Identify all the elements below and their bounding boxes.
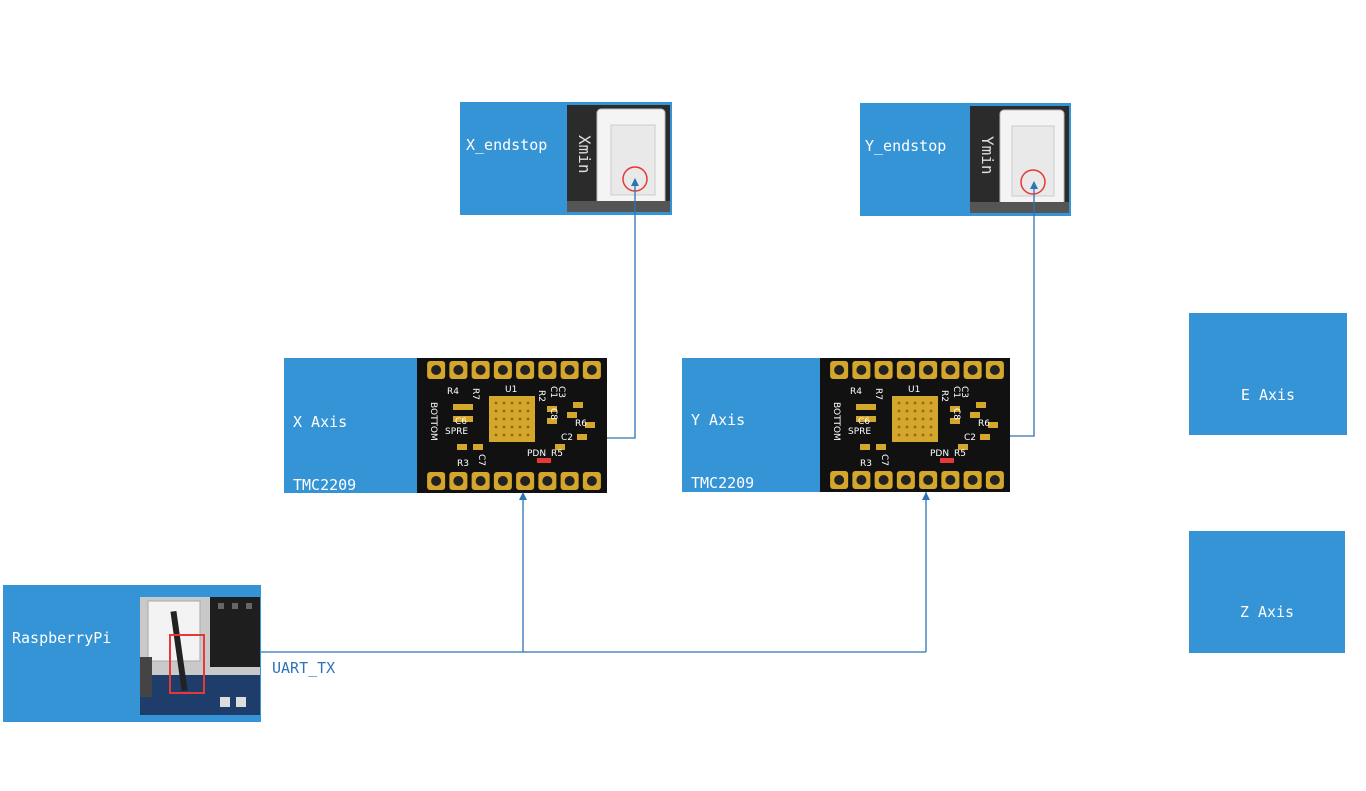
raspberry-pi-pin-highlight [169,634,205,694]
pcb-label-u1: U1 [505,385,517,395]
e-axis-line-1: E Axis [1240,386,1296,404]
pcb-label-c2: C2 [964,433,976,443]
e-axis-line-3: PDN mode [1231,512,1305,530]
pcb-label-r6: R6 [575,419,587,429]
pcb-label-pdn: PDN [527,449,546,459]
y-endstop-connector-photo: Ymin [970,106,1069,213]
x-endstop-silkscreen: Xmin [575,135,594,174]
pcb-label-c6: C6 [858,417,870,427]
x-axis-line-3: uart mode [293,539,375,557]
pcb-label-bottom: BOTTOM [831,402,841,441]
e-axis-text: E Axis TMC2209 PDN mode [1189,343,1347,574]
pcb-label-r2: R2 [939,390,949,402]
y-endstop-node: Y_endstop Ymin [860,103,1071,216]
y-endstop-label: Y_endstop [865,137,947,155]
raspberry-pi-header-photo [140,597,260,715]
x-endstop-label: X_endstop [466,136,548,154]
pcb-label-c3: C3 [556,386,566,398]
pcb-label-bottom: BOTTOM [428,402,438,441]
x-endstop-node: X_endstop Xmin [460,102,672,215]
pcb-label-c2: C2 [561,433,573,443]
x-axis-line-2: TMC2209 [293,476,357,494]
pcb-label-c8: C8 [548,408,558,420]
y-axis-line-1: Y Axis [691,411,746,429]
x-axis-line-1: X Axis [293,413,348,431]
y-endstop-silkscreen: Ymin [978,136,997,175]
pcb-label-u1: U1 [908,385,920,395]
x-axis-to-x-endstop-wire [607,179,636,439]
pcb-label-spre: SPRE [848,427,871,437]
y-axis-text: Y Axis TMC2209 uart mode address:01 [691,368,781,662]
pcb-label-c1: C1 [548,386,558,398]
y-axis-line-4: address:01 [691,600,782,618]
pcb-label-r4: R4 [447,387,459,397]
pcb-label-pdn: PDN [930,449,949,459]
x-axis-line-4: address:00 [293,602,384,620]
y-axis-arrowhead [922,492,930,500]
y-axis-line-3: uart mode [691,537,773,555]
uart-tx-label: UART_TX [272,659,336,677]
z-axis-text: Z Axis TMC2209 PDN mode [1189,560,1345,791]
z-axis-line-2: TMC2209 [1235,666,1299,684]
pcb-label-r5: R5 [551,449,563,459]
raspberry-pi-node: RaspberryPi [3,585,261,722]
pcb-label-c8: C8 [951,408,961,420]
pcb-label-r7: R7 [873,388,883,400]
x-axis-arrowhead [519,492,527,500]
pcb-label-c1: C1 [951,386,961,398]
z-axis-line-3: PDN mode [1230,729,1304,747]
x-endstop-connector-photo: Xmin [567,105,670,212]
pcb-label-r4: R4 [850,387,862,397]
pcb-label-r5: R5 [954,449,966,459]
e-axis-line-2: TMC2209 [1236,449,1300,467]
pcb-label-c6: C6 [455,417,467,427]
y-axis-line-2: TMC2209 [691,474,755,492]
pcb-label-c3: C3 [959,386,969,398]
pcb-label-r7: R7 [470,388,480,400]
z-axis-line-1: Z Axis [1239,603,1295,621]
pcb-label-r3: R3 [457,459,469,469]
y-axis-to-y-endstop-wire [1010,182,1035,437]
pcb-label-r3: R3 [860,459,872,469]
pcb-label-r2: R2 [536,390,546,402]
pcb-label-r6: R6 [978,419,990,429]
pcb-label-c7: C7 [879,454,889,466]
e-axis-node: E Axis TMC2209 PDN mode [1189,313,1347,530]
x-axis-text: X Axis TMC2209 uart mode address:00 [293,370,383,664]
pcb-label-c7: C7 [476,454,486,466]
raspberry-pi-label: RaspberryPi [12,629,112,647]
pcb-label-spre: SPRE [445,427,468,437]
z-axis-node: Z Axis TMC2209 PDN mode [1189,531,1345,747]
